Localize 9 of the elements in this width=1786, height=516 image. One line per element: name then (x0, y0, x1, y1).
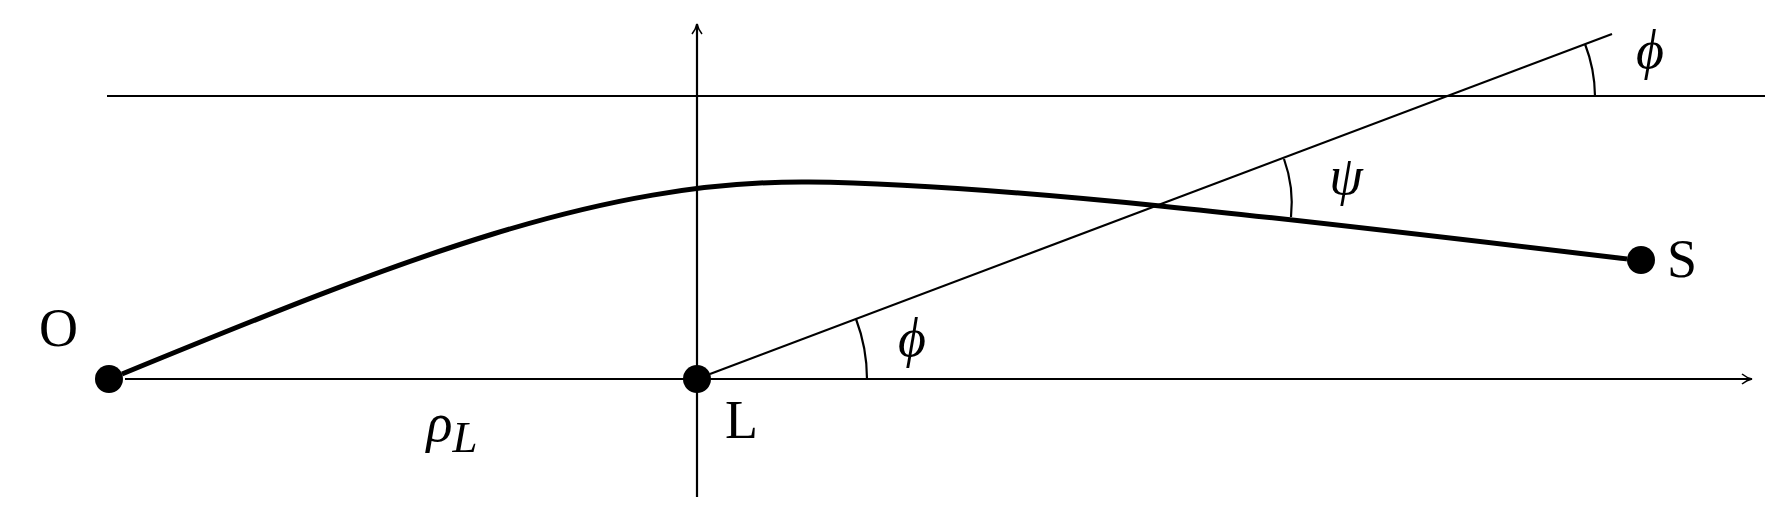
distance-label: ρ$_{L}$ (426, 393, 478, 465)
light-path (121, 179, 1628, 377)
point-label: S (1667, 232, 1698, 286)
angle-label: ϕ (898, 309, 926, 367)
point-label: L (725, 393, 758, 447)
angle-label: ψ (1329, 147, 1363, 205)
angle-label: ϕ (1636, 21, 1664, 79)
ray-line (709, 32, 1613, 376)
point-label: O (39, 301, 78, 355)
